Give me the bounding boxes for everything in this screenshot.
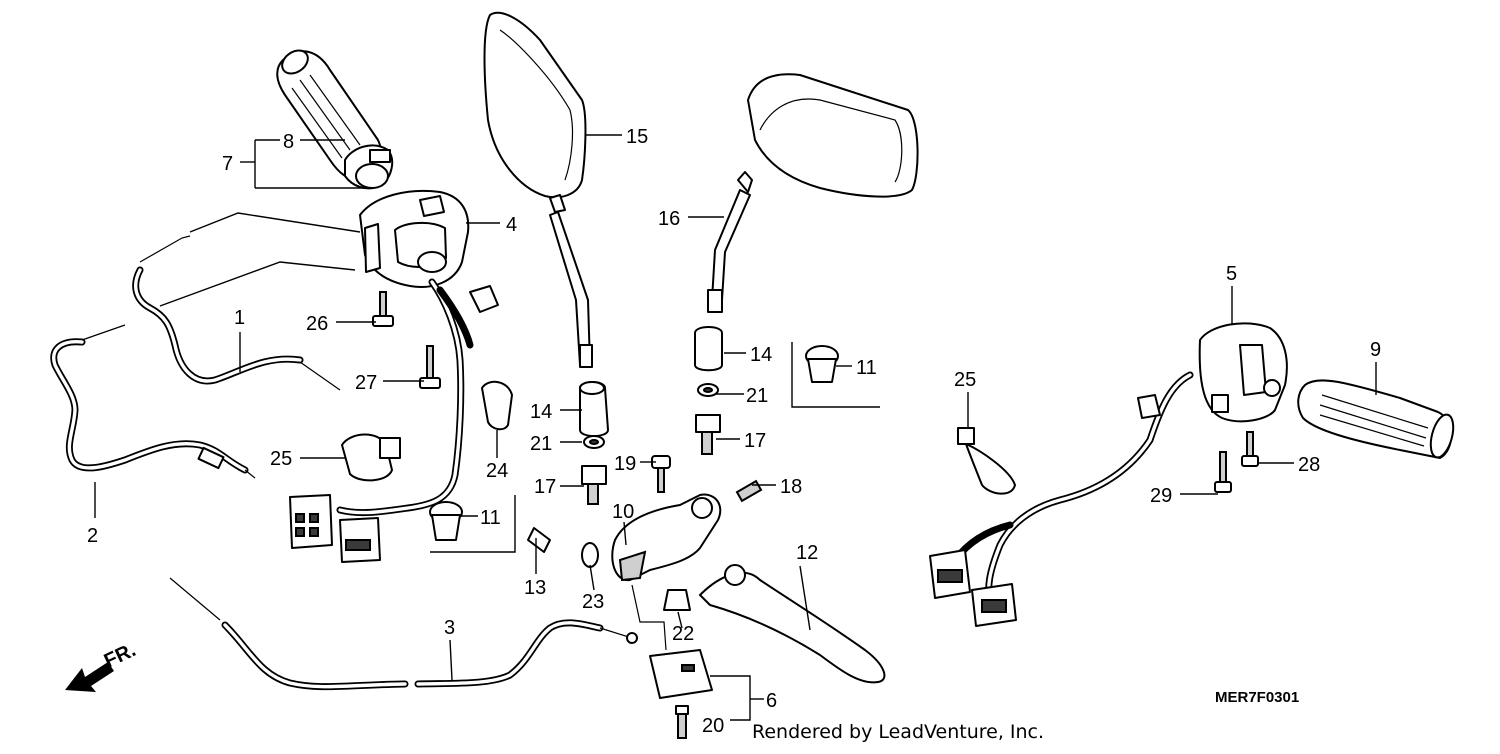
callout-label: 7 — [222, 153, 233, 175]
callout-label: 19 — [614, 453, 636, 475]
callout-label: 27 — [355, 372, 377, 394]
right-mirror-drawing — [707, 73, 919, 313]
callout-label: 17 — [744, 430, 766, 452]
callout-label: 4 — [506, 214, 517, 236]
callout-label: 11 — [480, 507, 501, 529]
left-switch-housing-drawing — [359, 189, 470, 288]
render-credit: Rendered by LeadVenture, Inc. — [752, 721, 1044, 743]
clutch-cable-drawing — [169, 577, 638, 691]
harness-clip-drawing — [481, 380, 513, 431]
callout-label: 14 — [750, 344, 772, 366]
callout-label: 22 — [672, 623, 694, 645]
callout-label: 3 — [444, 617, 455, 639]
leader-lines — [94, 134, 1377, 721]
callout-label: 13 — [524, 577, 546, 599]
right-clip-and-screws-drawing — [957, 427, 1259, 495]
clutch-lever-assembly-drawing — [527, 455, 886, 739]
callout-label: 14 — [530, 401, 552, 423]
callout-label: 21 — [530, 433, 552, 455]
left-harness-drawing — [289, 278, 499, 563]
callout-label: 5 — [1226, 263, 1237, 285]
callout-label: 15 — [626, 126, 648, 148]
right-switch-housing-drawing — [1198, 322, 1288, 423]
callout-label: 21 — [746, 385, 768, 407]
callout-label: 16 — [658, 208, 680, 230]
throttle-cables-drawing — [50, 235, 341, 479]
mirror-mount-parts-drawing — [579, 326, 723, 505]
callout-label: 28 — [1298, 454, 1320, 476]
callout-label: 23 — [582, 591, 604, 613]
callout-label: 24 — [486, 460, 508, 482]
callout-label: 26 — [306, 313, 328, 335]
callout-label: 18 — [780, 476, 802, 498]
callout-label: 6 — [766, 690, 777, 712]
left-band-clip-drawing — [341, 433, 401, 482]
callout-labels: 1 2 3 4 5 6 7 8 9 10 11 11 12 13 14 14 1… — [87, 126, 1381, 737]
left-mirror-drawing — [483, 11, 593, 368]
callout-label: 2 — [87, 525, 98, 547]
right-grip-drawing — [1297, 379, 1455, 459]
callout-label: 10 — [612, 501, 634, 523]
right-harness-drawing — [929, 371, 1194, 627]
end-caps-drawing — [429, 345, 839, 541]
callout-label: 25 — [270, 448, 292, 470]
throttle-grip-drawing — [276, 49, 394, 190]
left-screws-drawing — [372, 291, 441, 389]
callout-label: 20 — [702, 715, 724, 737]
callout-label: 12 — [796, 542, 818, 564]
callout-label: 17 — [534, 476, 556, 498]
callout-label: 1 — [234, 307, 245, 329]
diagram-code: MER7F0301 — [1215, 689, 1299, 706]
callout-label: 11 — [856, 357, 877, 379]
callout-label: 8 — [283, 131, 294, 153]
callout-label: 29 — [1150, 485, 1172, 507]
callout-label: 9 — [1370, 339, 1381, 361]
callout-label: 25 — [954, 369, 976, 391]
front-direction-arrow: FR. — [65, 639, 139, 692]
